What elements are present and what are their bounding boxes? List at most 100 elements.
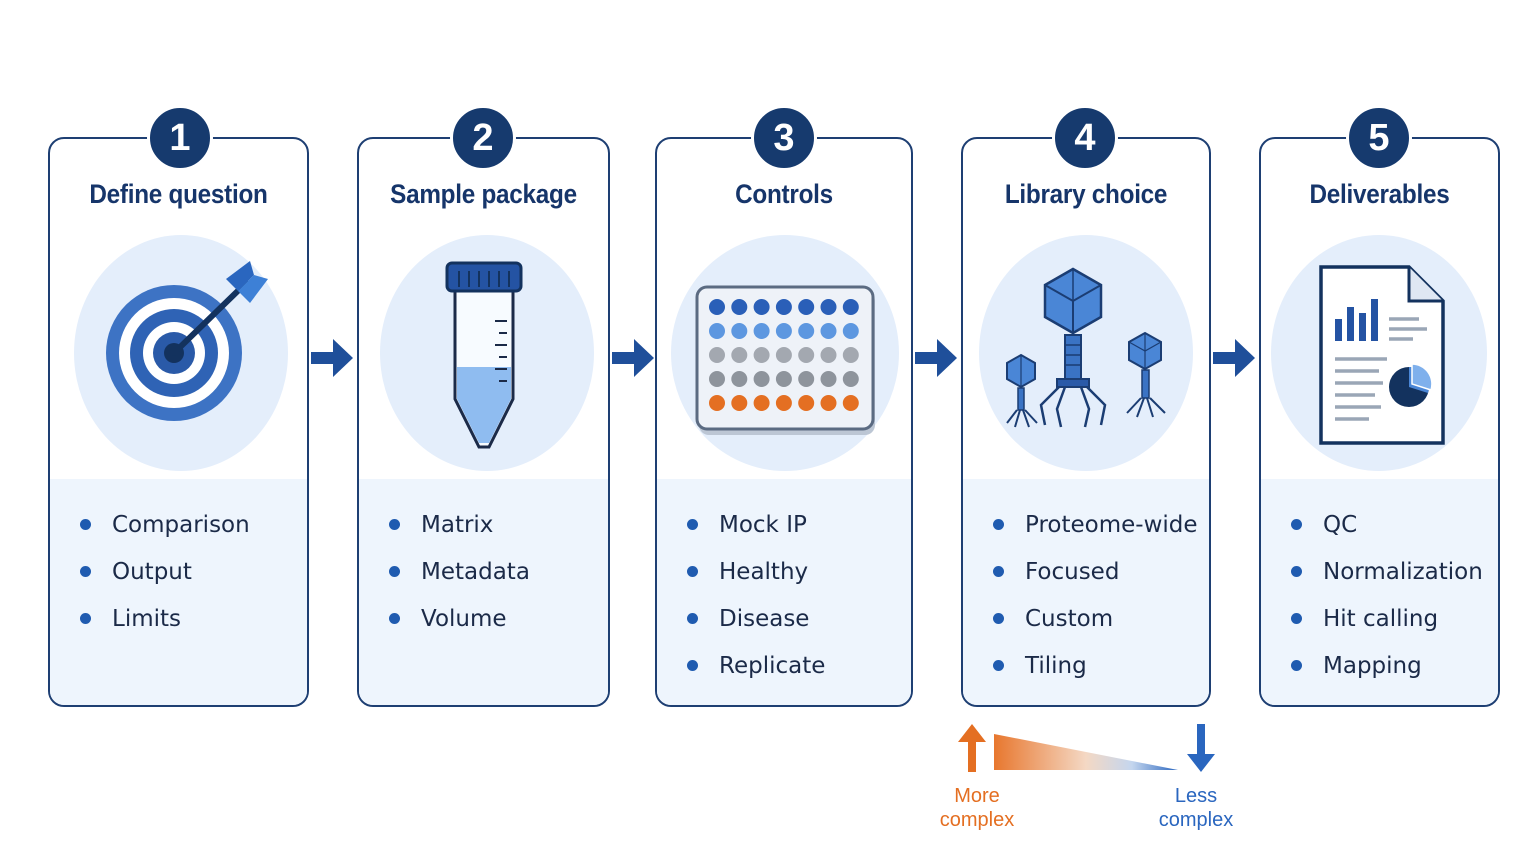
list-item-label: Focused — [1025, 558, 1120, 585]
step-title: Controls — [735, 179, 833, 209]
bullet-dot — [1291, 660, 1302, 671]
plate-well — [753, 371, 770, 387]
list-item: Metadata — [389, 548, 598, 595]
right-arrow-icon — [311, 339, 353, 377]
more-complex-line1: More — [954, 785, 1000, 807]
well-plate-icon — [695, 285, 875, 435]
plate-well — [709, 395, 725, 411]
list-item-label: Hit calling — [1323, 605, 1439, 632]
list-item: Healthy — [687, 548, 901, 595]
step-number-badge: 3 — [751, 105, 817, 171]
plate-well — [820, 347, 837, 363]
list-item-label: Mock IP — [719, 511, 807, 538]
more-complex-label: More complex — [932, 784, 1022, 832]
card-lower-panel — [657, 479, 911, 705]
plate-well — [798, 299, 815, 315]
step-title: Sample package — [390, 179, 577, 209]
bullet-list: Comparison Output Limits — [80, 501, 297, 642]
step-card-deliverables: Deliverables QC Normalization Hit callin… — [1259, 137, 1500, 707]
bullet-dot — [80, 566, 91, 577]
plate-well — [775, 347, 792, 363]
right-arrow-icon — [1213, 339, 1255, 377]
list-item: Proteome-wide — [993, 501, 1199, 548]
list-item: Mock IP — [687, 501, 901, 548]
step-card-controls: Controls Mock IP Healthy Disease Replica… — [655, 137, 913, 707]
bullet-dot — [993, 566, 1004, 577]
list-item-label: Metadata — [421, 558, 530, 585]
plate-well — [798, 371, 815, 387]
plate-well — [731, 323, 748, 339]
list-item: Hit calling — [1291, 595, 1488, 642]
step-number-badge: 2 — [450, 105, 516, 171]
less-complex-line1: Less — [1174, 785, 1218, 807]
card-lower-panel — [359, 479, 608, 705]
step-title: Deliverables — [1309, 179, 1450, 209]
plate-well — [775, 323, 792, 339]
bullet-dot — [389, 566, 400, 577]
target-icon — [106, 261, 268, 421]
bullet-list: Proteome-wide Focused Custom Tiling — [993, 501, 1199, 689]
step-number-badge: 5 — [1346, 105, 1412, 171]
plate-well — [775, 299, 792, 315]
step-card-define-question: Define question Comparison Output Limits — [48, 137, 309, 707]
bullet-dot — [80, 613, 91, 624]
bullet-dot — [993, 519, 1004, 530]
up-arrow-icon — [958, 724, 986, 772]
right-arrow-icon — [612, 339, 654, 377]
list-item: QC — [1291, 501, 1488, 548]
plate-well — [709, 347, 725, 363]
list-item-label: Output — [112, 558, 192, 585]
card-lower-panel — [963, 479, 1209, 705]
plate-well — [798, 323, 815, 339]
plate-well — [731, 347, 748, 363]
plate-well — [753, 323, 770, 339]
plate-well — [709, 299, 725, 315]
step-title: Library choice — [1004, 179, 1168, 209]
down-arrow-icon — [1187, 724, 1215, 772]
step-number-badge: 4 — [1052, 105, 1118, 171]
sample-tube-icon — [445, 261, 523, 449]
plate-well — [798, 395, 815, 411]
list-item: Limits — [80, 595, 297, 642]
list-item: Mapping — [1291, 642, 1488, 689]
plate-well — [820, 323, 837, 339]
bullet-dot — [1291, 566, 1302, 577]
bullet-list: Matrix Metadata Volume — [389, 501, 598, 642]
list-item: Volume — [389, 595, 598, 642]
step-card-sample-package: Sample package Matrix Metadata Volume — [357, 137, 610, 707]
bullet-dot — [687, 660, 698, 671]
list-item: Custom — [993, 595, 1199, 642]
bullet-list: QC Normalization Hit calling Mapping — [1291, 501, 1488, 689]
bullet-dot — [687, 566, 698, 577]
plate-well — [775, 395, 792, 411]
list-item-label: Mapping — [1323, 652, 1422, 679]
bullet-dot — [1291, 519, 1302, 530]
list-item: Matrix — [389, 501, 598, 548]
list-item-label: Proteome-wide — [1025, 511, 1198, 538]
list-item-label: Normalization — [1323, 558, 1483, 585]
list-item: Focused — [993, 548, 1199, 595]
list-item-label: QC — [1323, 511, 1358, 538]
list-item-label: Limits — [112, 605, 181, 632]
bullet-dot — [993, 660, 1004, 671]
list-item-label: Comparison — [112, 511, 250, 538]
bullet-list: Mock IP Healthy Disease Replicate — [687, 501, 901, 689]
plate-well — [731, 395, 748, 411]
bullet-dot — [389, 613, 400, 624]
bullet-dot — [687, 613, 698, 624]
plate-well — [842, 299, 859, 315]
bullet-dot — [687, 519, 698, 530]
phage-icon — [1006, 267, 1166, 428]
bullet-dot — [80, 519, 91, 530]
plate-well — [842, 323, 859, 339]
list-item: Normalization — [1291, 548, 1488, 595]
plate-well — [798, 347, 815, 363]
complexity-gradient-wedge — [994, 734, 1178, 770]
list-item: Output — [80, 548, 297, 595]
card-lower-panel — [50, 479, 307, 705]
plate-well — [753, 395, 770, 411]
list-item: Replicate — [687, 642, 901, 689]
bullet-dot — [389, 519, 400, 530]
list-item: Tiling — [993, 642, 1199, 689]
step-title: Define question — [89, 179, 268, 209]
